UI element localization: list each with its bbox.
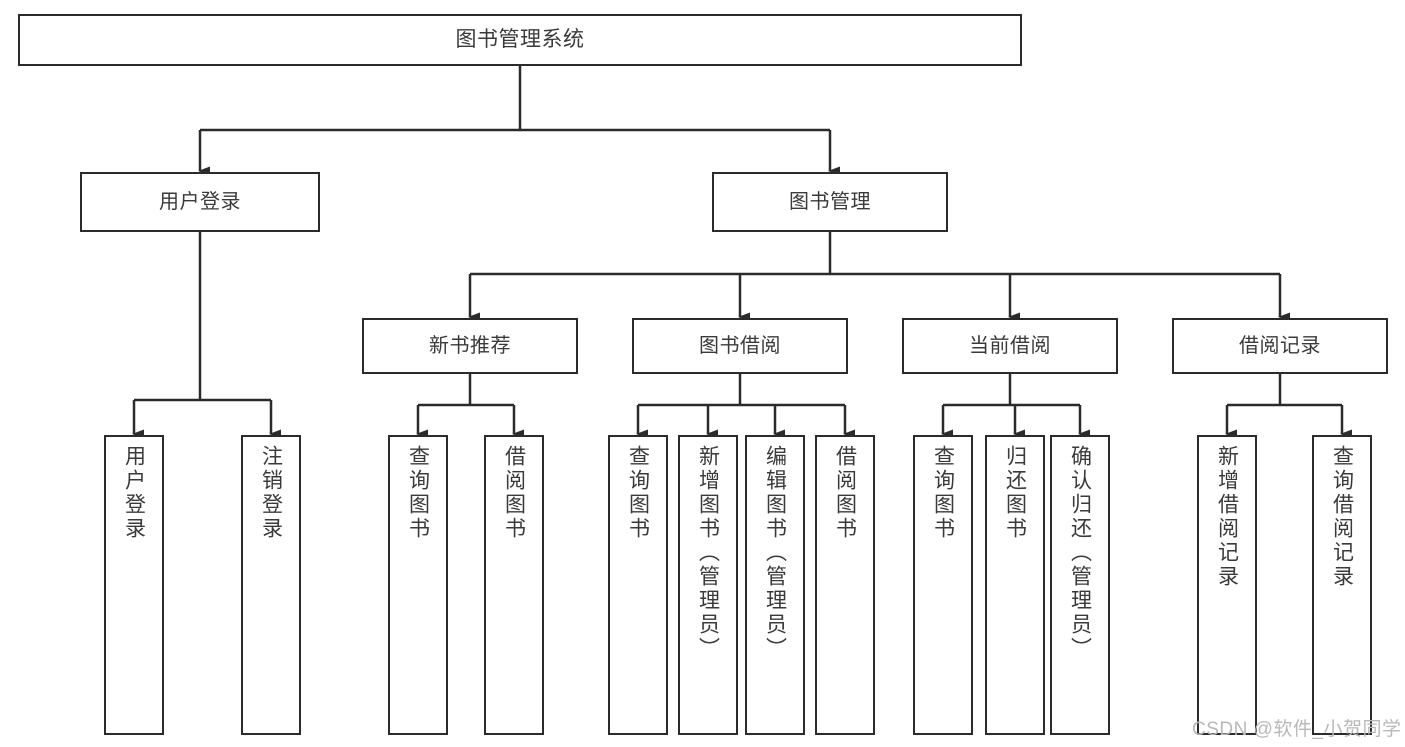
node-label: 归还图书 bbox=[1003, 445, 1027, 541]
node-label: 借阅图书 bbox=[502, 445, 526, 541]
node-current[interactable]: 当前借阅 bbox=[902, 318, 1118, 374]
node-l-q3[interactable]: 查询图书 bbox=[913, 435, 973, 735]
node-l-b2[interactable]: 借阅图书 bbox=[815, 435, 875, 735]
node-record[interactable]: 借阅记录 bbox=[1172, 318, 1388, 374]
node-l-addrec[interactable]: 新增借阅记录 bbox=[1197, 435, 1257, 735]
node-l-confirm[interactable]: 确认归还（管理员） bbox=[1050, 435, 1110, 735]
node-label: 查询图书 bbox=[626, 445, 650, 541]
node-l-q1[interactable]: 查询图书 bbox=[388, 435, 448, 735]
node-label: 当前借阅 bbox=[969, 334, 1051, 357]
node-label: 查询图书 bbox=[406, 445, 430, 541]
node-l-qrec[interactable]: 查询借阅记录 bbox=[1312, 435, 1372, 735]
node-label: 图书管理系统 bbox=[455, 28, 585, 52]
node-label: 注销登录 bbox=[259, 445, 283, 541]
node-l-q2[interactable]: 查询图书 bbox=[608, 435, 668, 735]
node-l-edit[interactable]: 编辑图书（管理员） bbox=[745, 435, 805, 735]
watermark: CSDN @软件_小贺同学 bbox=[1192, 719, 1402, 740]
node-label: 用户登录 bbox=[159, 190, 241, 213]
node-label: 查询图书 bbox=[931, 445, 955, 541]
edges bbox=[132, 66, 1352, 439]
node-label: 编辑图书（管理员） bbox=[763, 445, 787, 661]
node-label: 新增图书（管理员） bbox=[696, 445, 720, 661]
node-bookmgmt[interactable]: 图书管理 bbox=[712, 172, 948, 232]
node-l-logout[interactable]: 注销登录 bbox=[241, 435, 301, 735]
node-label: 确认归还（管理员） bbox=[1068, 445, 1092, 661]
node-label: 查询借阅记录 bbox=[1330, 445, 1354, 589]
node-label: 新书推荐 bbox=[429, 334, 511, 357]
node-label: 用户登录 bbox=[122, 445, 146, 541]
node-l-return[interactable]: 归还图书 bbox=[985, 435, 1045, 735]
node-label: 借阅图书 bbox=[833, 445, 857, 541]
node-label: 借阅记录 bbox=[1239, 334, 1321, 357]
node-root[interactable]: 图书管理系统 bbox=[18, 14, 1022, 66]
node-l-add[interactable]: 新增图书（管理员） bbox=[678, 435, 738, 735]
node-newbook[interactable]: 新书推荐 bbox=[362, 318, 578, 374]
node-label: 图书借阅 bbox=[699, 334, 781, 357]
node-l-b1[interactable]: 借阅图书 bbox=[484, 435, 544, 735]
node-login[interactable]: 用户登录 bbox=[80, 172, 320, 232]
node-label: 新增借阅记录 bbox=[1215, 445, 1239, 589]
node-l-login[interactable]: 用户登录 bbox=[104, 435, 164, 735]
node-borrow[interactable]: 图书借阅 bbox=[632, 318, 848, 374]
node-label: 图书管理 bbox=[789, 190, 871, 213]
